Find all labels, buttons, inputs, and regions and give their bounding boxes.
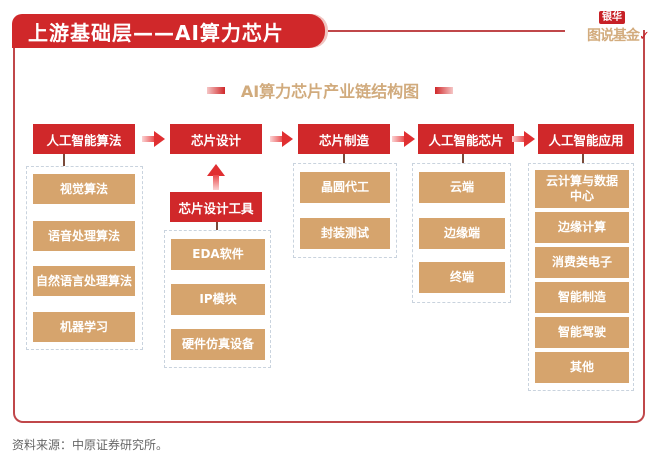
connector-line — [582, 154, 584, 164]
list-item: 其他 — [535, 352, 629, 383]
list-item: 云计算与数据中心 — [535, 170, 629, 208]
connector-line — [63, 154, 65, 168]
stage-ai-algorithm: 人工智能算法 — [33, 124, 135, 154]
list-item: 智能驾驶 — [535, 317, 629, 348]
connector-line — [343, 154, 345, 164]
connector-line — [216, 222, 218, 232]
list-item: 边缘端 — [419, 218, 505, 249]
stage-chip-design: 芯片设计 — [170, 124, 262, 154]
list-item: 云端 — [419, 172, 505, 203]
logo-top-text: 银华 — [599, 11, 625, 24]
arrow-right-icon — [512, 131, 536, 147]
arrow-right-icon — [270, 131, 294, 147]
list-item: 语音处理算法 — [33, 221, 135, 251]
stage-chip-manufacturing: 芯片制造 — [298, 124, 390, 154]
list-item: 消费类电子 — [535, 247, 629, 278]
list-item: 边缘计算 — [535, 212, 629, 243]
list-item: 终端 — [419, 262, 505, 293]
group-ai-application: 云计算与数据中心 边缘计算 消费类电子 智能制造 智能驾驶 其他 — [528, 163, 634, 391]
list-item: 硬件仿真设备 — [171, 329, 265, 360]
list-item: 晶圆代工 — [300, 172, 390, 203]
supplier-chip-design-tools: 芯片设计工具 — [170, 192, 262, 222]
list-item: EDA软件 — [171, 239, 265, 270]
list-item: 封装测试 — [300, 218, 390, 249]
logo-bottom-label: 图说基金 — [587, 28, 640, 44]
stage-ai-application: 人工智能应用 — [538, 124, 634, 154]
title-bar-right-decoration — [435, 86, 454, 94]
brand-logo: 银华 图说基金✓ — [587, 11, 655, 45]
diagram-frame — [13, 30, 645, 423]
group-ai-chip: 云端 边缘端 终端 — [412, 163, 511, 303]
stage-ai-chip: 人工智能芯片 — [418, 124, 514, 154]
list-item: 视觉算法 — [33, 174, 135, 204]
diagram-title-text: AI算力芯片产业链结构图 — [240, 82, 420, 101]
arrow-right-icon — [142, 131, 166, 147]
checkmark-icon: ✓ — [639, 29, 650, 44]
page-title: 上游基础层——AI算力芯片 — [12, 14, 325, 48]
list-item: 智能制造 — [535, 282, 629, 313]
list-item: IP模块 — [171, 284, 265, 315]
title-bar-left-decoration — [206, 86, 225, 94]
diagram-title: AI算力芯片产业链结构图 — [195, 80, 465, 101]
arrow-right-icon — [392, 131, 416, 147]
frame-top-divider — [320, 30, 565, 32]
connector-line — [462, 154, 464, 164]
group-chip-manufacturing: 晶圆代工 封装测试 — [293, 163, 397, 258]
group-ai-algorithm: 视觉算法 语音处理算法 自然语言处理算法 机器学习 — [26, 166, 143, 350]
arrow-up-icon — [207, 164, 225, 190]
source-note: 资料来源：中原证券研究所。 — [12, 438, 169, 452]
group-chip-design-tools: EDA软件 IP模块 硬件仿真设备 — [164, 230, 271, 368]
logo-bottom-text: 图说基金✓ — [587, 25, 650, 45]
list-item: 自然语言处理算法 — [33, 266, 135, 296]
list-item: 机器学习 — [33, 312, 135, 342]
